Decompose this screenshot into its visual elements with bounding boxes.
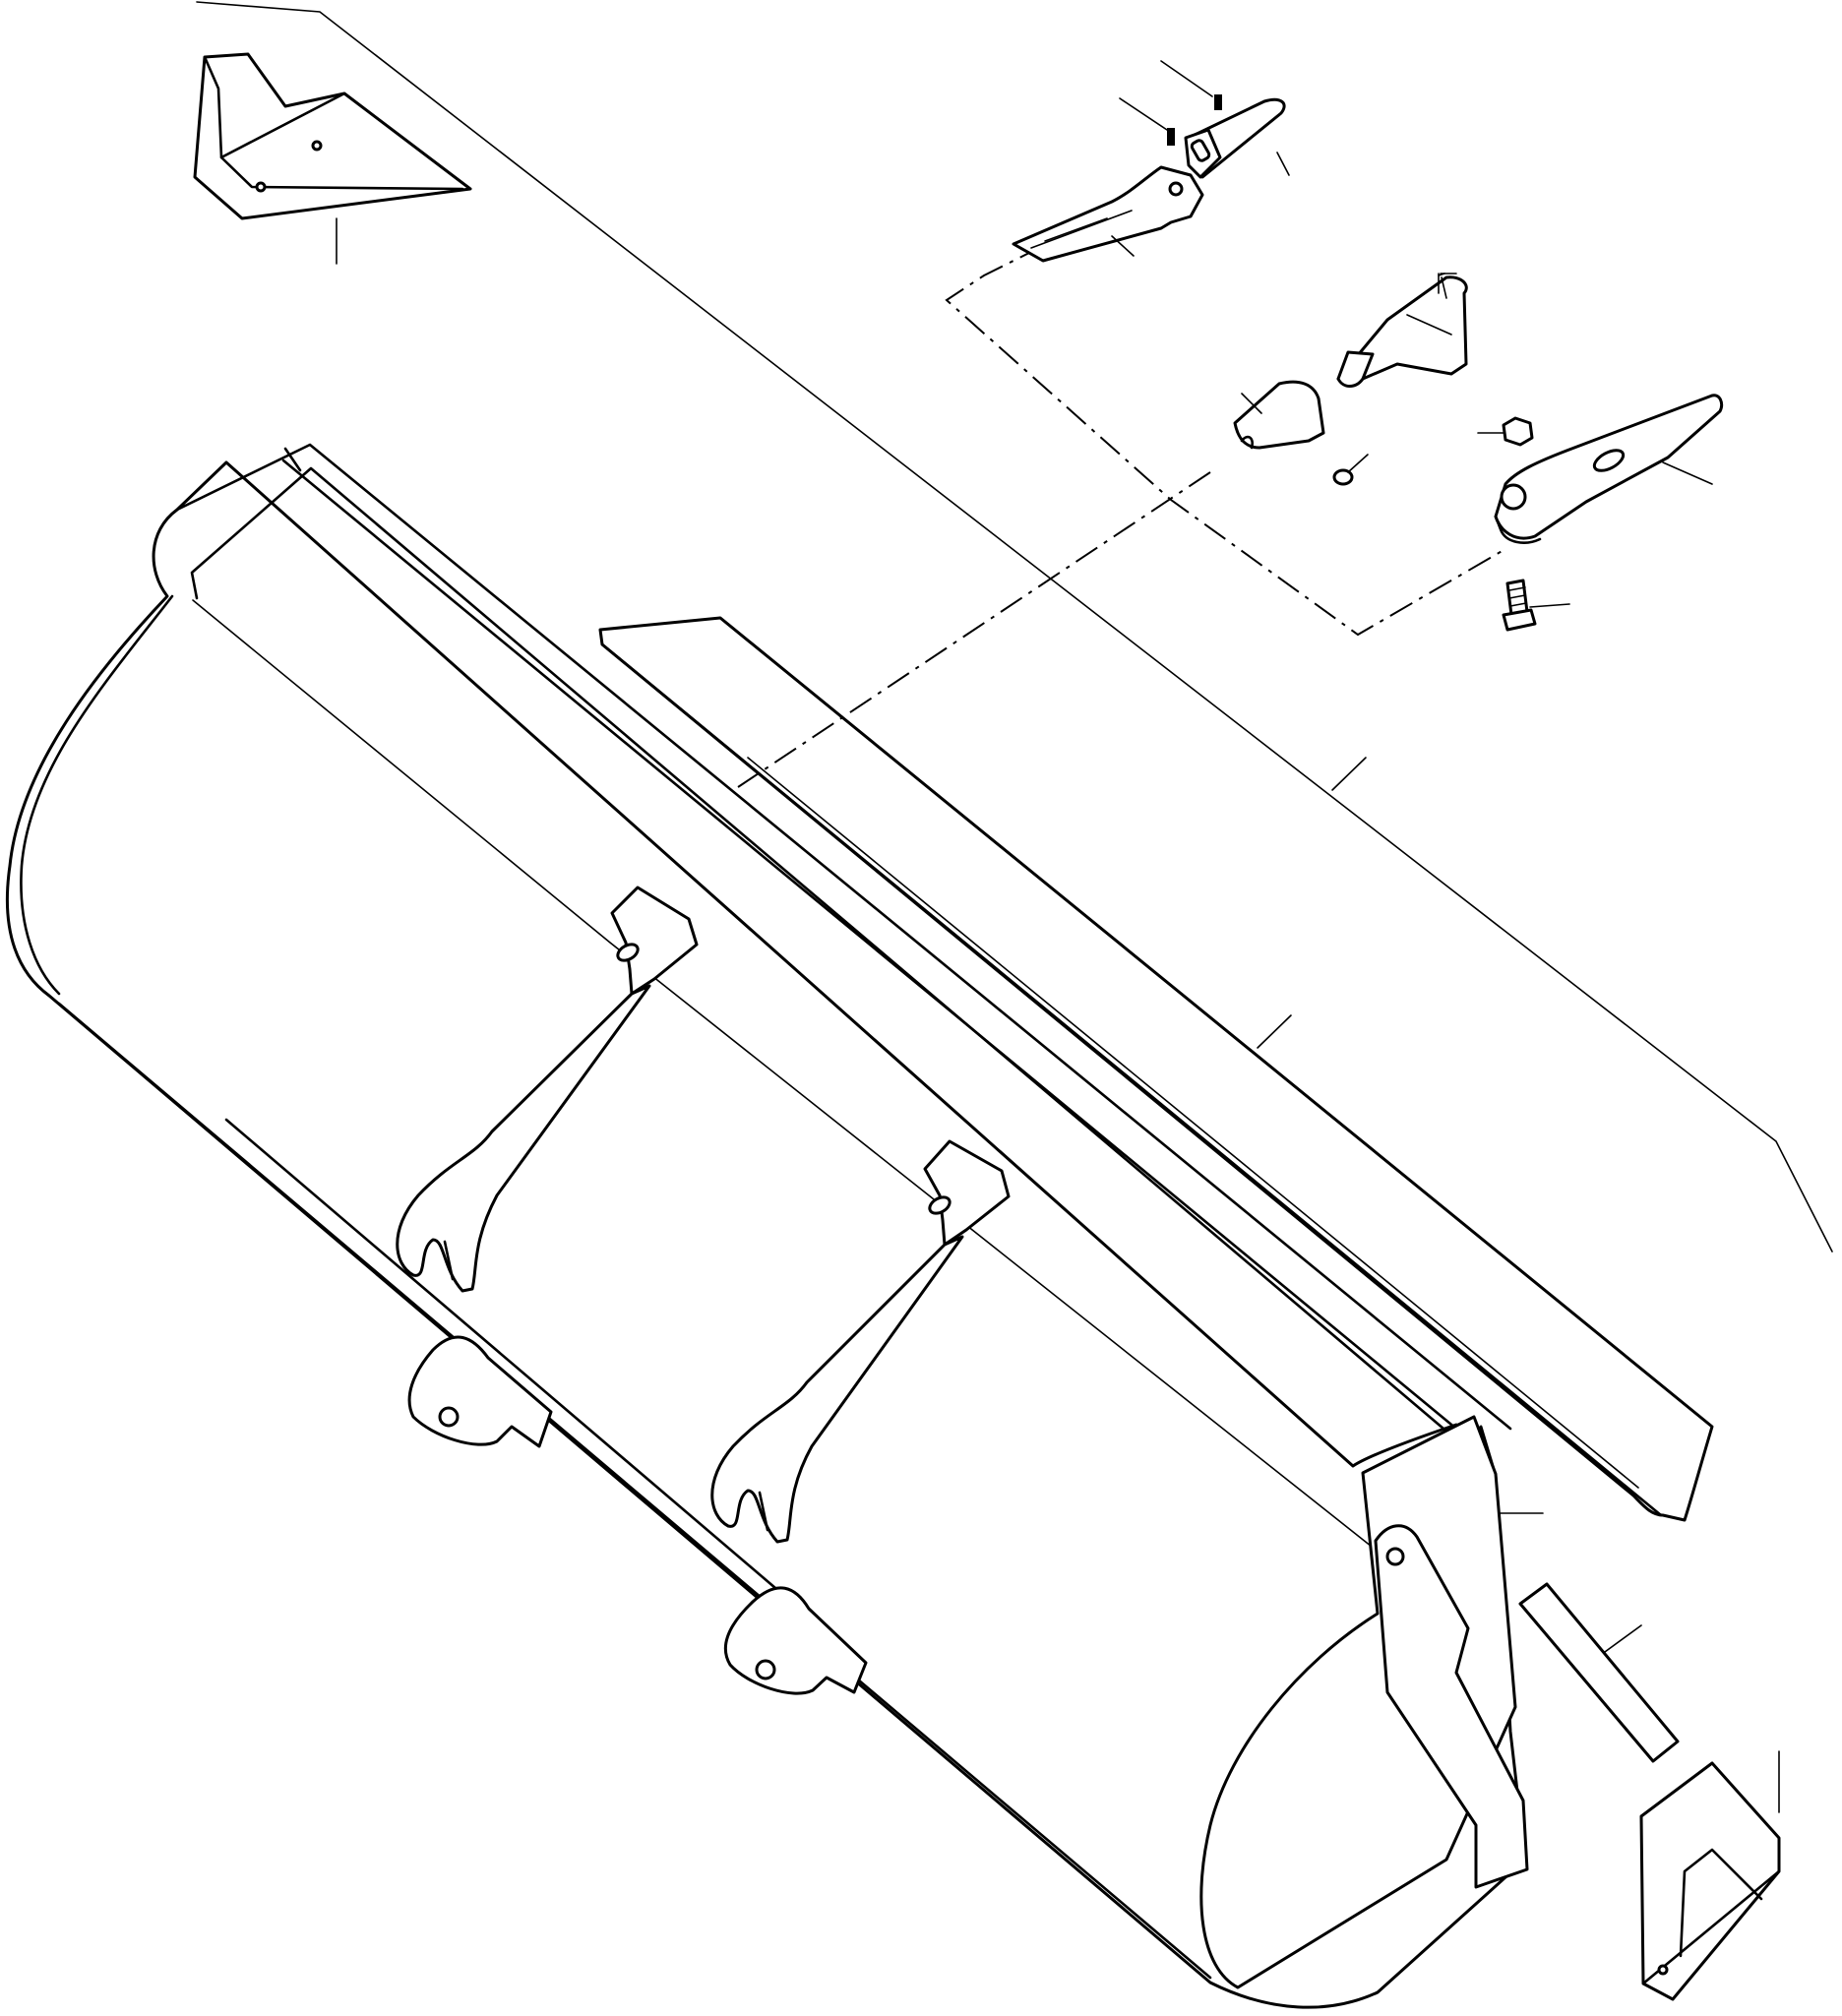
left-corner-guard — [193, 52, 472, 220]
tooth-cap — [1233, 380, 1325, 450]
tooth-point-standard — [1336, 273, 1468, 388]
cutting-edge — [598, 616, 1714, 1522]
lock-washer — [1332, 454, 1369, 486]
retaining-pin — [1119, 60, 1222, 146]
edge-segment — [1518, 1582, 1680, 1763]
tooth-adapter-bolt-on — [1494, 394, 1724, 544]
bolt — [1502, 579, 1570, 632]
tooth-adapter-weld-on — [1012, 165, 1204, 263]
nut — [1477, 416, 1534, 447]
right-corner-guard — [1639, 1761, 1781, 2001]
tooth-point-flush — [1184, 97, 1290, 179]
tooth-assembly — [737, 60, 1724, 788]
loader-bucket — [5, 443, 1529, 2009]
